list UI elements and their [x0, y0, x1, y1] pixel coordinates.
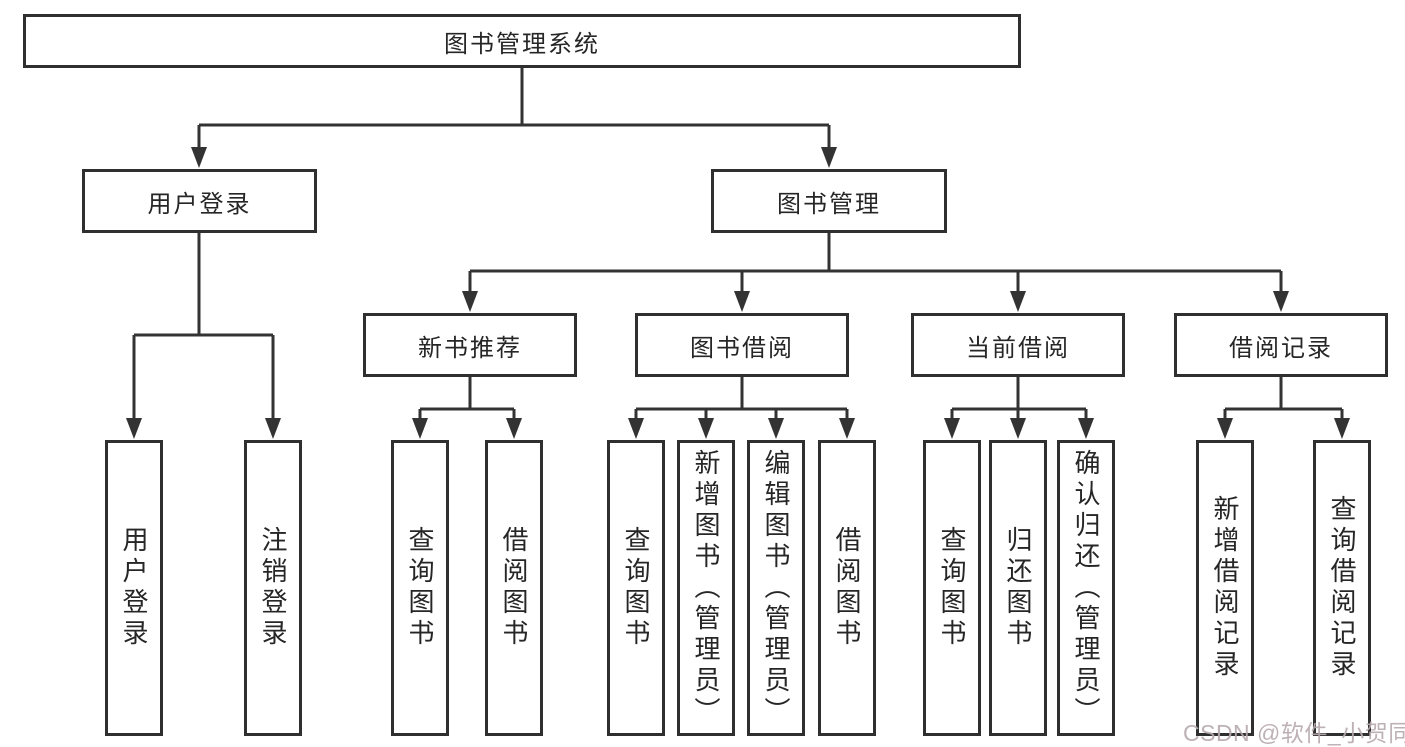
leaf-query-books: 查询图书 — [923, 440, 981, 736]
connector-newbooks-to-leaves — [418, 377, 516, 422]
arrowhead-icon — [506, 418, 522, 439]
node-label: 新增图书（管理员） — [691, 448, 721, 728]
arrowhead-icon — [768, 418, 784, 439]
node-book-management: 图书管理 — [711, 169, 947, 233]
arrowhead-icon — [191, 147, 207, 168]
node-label: 确认归还（管理员） — [1071, 448, 1101, 728]
leaf-logout: 注销登录 — [244, 440, 302, 736]
arrowhead-icon — [462, 291, 478, 312]
arrowhead-icon — [1010, 418, 1026, 439]
leaf-confirm-return-admin: 确认归还（管理员） — [1057, 440, 1115, 736]
node-user-login: 用户登录 — [82, 169, 317, 233]
connector-userlogin-to-leaves — [132, 233, 275, 422]
node-label: 借阅图书 — [832, 526, 862, 650]
node-label: 用户登录 — [147, 190, 252, 218]
node-label: 查询借阅记录 — [1327, 495, 1357, 681]
arrowhead-icon — [126, 418, 142, 439]
leaf-query-books: 查询图书 — [607, 440, 665, 736]
connector-currentborrow-to-leaves — [950, 377, 1088, 422]
node-label: 图书管理 — [777, 190, 881, 218]
node-label: 查询图书 — [937, 526, 967, 650]
arrowhead-icon — [1217, 418, 1233, 439]
leaf-add-borrow-record: 新增借阅记录 — [1196, 440, 1254, 736]
connector-root-to-level2 — [197, 68, 831, 151]
connector-bookmgmt-to-level3 — [468, 233, 1283, 295]
arrowhead-icon — [839, 418, 855, 439]
node-label: 新增借阅记录 — [1210, 495, 1240, 681]
node-label: 当前借阅 — [966, 334, 1070, 362]
node-current-borrow: 当前借阅 — [911, 313, 1125, 377]
leaf-edit-books-admin: 编辑图书（管理员） — [747, 440, 805, 736]
node-label: 归还图书 — [1003, 526, 1033, 650]
csdn-watermark: CSDN @软件_小贺同学 — [1183, 720, 1405, 746]
node-root-system: 图书管理系统 — [23, 14, 1021, 68]
node-label: 新书推荐 — [418, 334, 522, 362]
leaf-query-books: 查询图书 — [391, 440, 449, 736]
leaf-query-borrow-record: 查询借阅记录 — [1313, 440, 1371, 736]
leaf-add-books-admin: 新增图书（管理员） — [677, 440, 735, 736]
node-label: 注销登录 — [258, 526, 288, 650]
leaf-return-books: 归还图书 — [989, 440, 1047, 736]
arrowhead-icon — [628, 418, 644, 439]
node-label: 借阅图书 — [499, 526, 529, 650]
arrowhead-icon — [1010, 291, 1026, 312]
leaf-borrow-books: 借阅图书 — [485, 440, 543, 736]
arrowhead-icon — [821, 147, 837, 168]
node-label: 查询图书 — [621, 526, 651, 650]
arrowhead-icon — [734, 291, 750, 312]
arrowhead-icon — [1273, 291, 1289, 312]
arrowhead-icon — [1078, 418, 1094, 439]
arrowhead-icon — [265, 418, 281, 439]
node-label: 查询图书 — [405, 526, 435, 650]
node-book-borrow: 图书借阅 — [635, 313, 849, 377]
leaf-user-login: 用户登录 — [105, 440, 163, 736]
arrowhead-icon — [1334, 418, 1350, 439]
arrowhead-icon — [412, 418, 428, 439]
node-label: 借阅记录 — [1229, 334, 1333, 362]
connector-borrowrecords-to-leaves — [1223, 377, 1344, 422]
node-label: 图书管理系统 — [444, 30, 600, 58]
arrowhead-icon — [698, 418, 714, 439]
arrowhead-icon — [944, 418, 960, 439]
node-new-book-recommend: 新书推荐 — [363, 313, 577, 377]
node-label: 图书借阅 — [690, 334, 794, 362]
node-borrow-records: 借阅记录 — [1174, 313, 1388, 377]
node-label: 编辑图书（管理员） — [761, 448, 791, 728]
leaf-borrow-books: 借阅图书 — [818, 440, 876, 736]
connector-bookborrow-to-leaves — [634, 377, 849, 422]
node-label: 用户登录 — [119, 526, 149, 650]
